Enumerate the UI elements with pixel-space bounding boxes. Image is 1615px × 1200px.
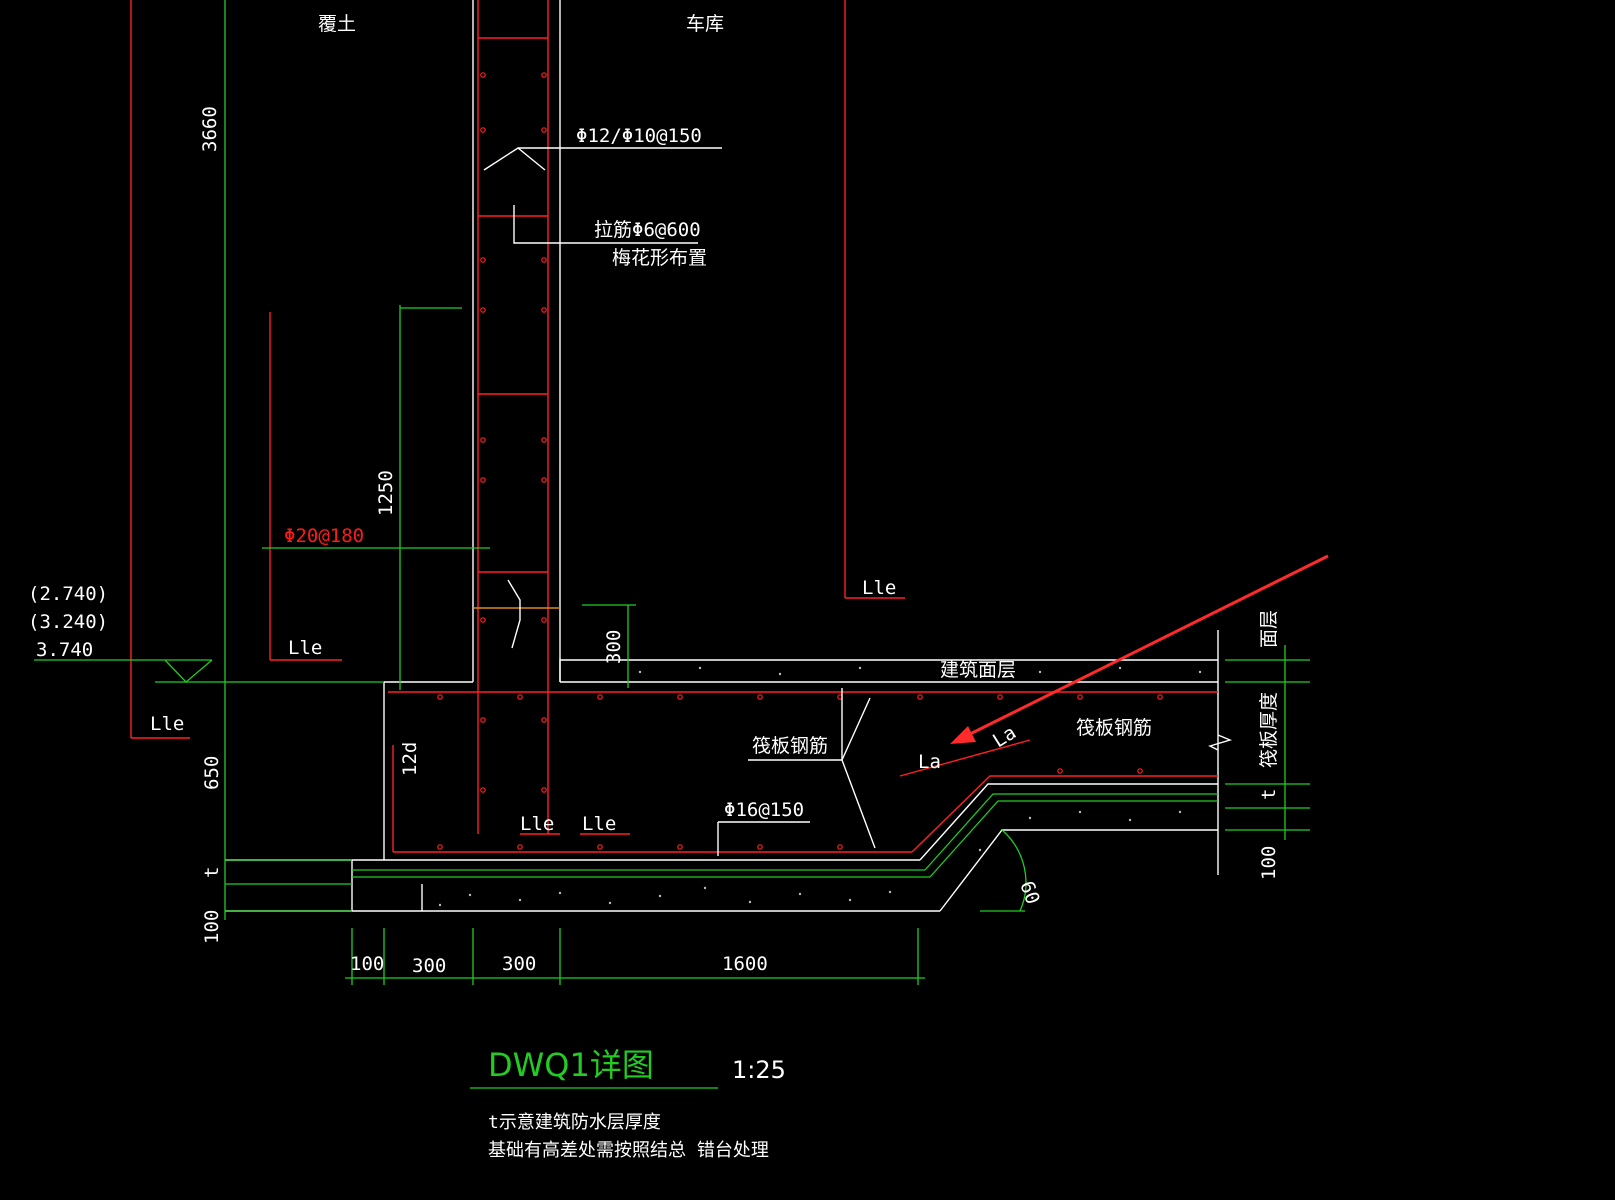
drawing-scale: 1:25 — [732, 1056, 786, 1084]
label-angle-60: 60 — [1015, 878, 1044, 907]
rebar-dots — [437, 72, 1163, 850]
label-garage: 车库 — [686, 13, 724, 35]
label-bottom-rebar: Φ16@150 — [724, 799, 804, 821]
label-raft-rebar-left: 筏板钢筋 — [752, 735, 828, 757]
label-tie-bar-layout: 梅花形布置 — [612, 247, 707, 269]
label-la-sloped: La — [989, 721, 1020, 752]
label-wall-rebar: Φ12/Φ10@150 — [576, 125, 702, 147]
label-lle-bottom-1: Lle — [520, 813, 554, 835]
label-raft-rebar-right: 筏板钢筋 — [1076, 717, 1152, 739]
drawing-title: DWQ1详图 — [488, 1046, 654, 1084]
annotation-arrow — [950, 554, 1329, 744]
wall-outline — [383, 0, 1218, 860]
elevation-3: 3.740 — [36, 639, 93, 661]
waterproof-layer — [352, 793, 1218, 878]
label-t-right: t — [1258, 789, 1280, 800]
dim-100-right: 100 — [1258, 846, 1280, 880]
note-2: 基础有高差处需按照结总 错台处理 — [488, 1140, 769, 1161]
label-hook-12d: 12d — [399, 742, 421, 776]
dim-bottom-300-a: 300 — [412, 955, 446, 977]
label-raft-thickness: 筏板厚度 — [1258, 692, 1280, 768]
label-soil: 覆土 — [318, 13, 356, 35]
label-t-left: t — [201, 867, 223, 878]
leader-lines — [483, 147, 876, 856]
label-tie-bar: 拉筋Φ6@600 — [594, 219, 701, 241]
elevation-2: (3.240) — [28, 611, 108, 633]
label-lle-soil: Lle — [288, 637, 322, 659]
dim-300-vertical: 300 — [603, 630, 625, 664]
label-building-surface: 建筑面层 — [940, 659, 1016, 681]
dim-bottom-1600: 1600 — [722, 953, 768, 975]
dimension-lines — [34, 0, 1310, 1089]
raft-slab-outline — [225, 630, 1233, 912]
dim-650: 650 — [201, 756, 223, 790]
concrete-hatch — [438, 666, 1202, 907]
wall-rebar — [130, 0, 905, 834]
dim-100-left: 100 — [201, 910, 223, 944]
raft-rebar — [388, 691, 1218, 853]
elevation-1: (2.740) — [28, 583, 108, 605]
dim-3660: 3660 — [199, 106, 221, 152]
label-surface-layer: 面层 — [1258, 610, 1280, 648]
label-lle-garage: Lle — [862, 577, 896, 599]
note-1: t示意建筑防水层厚度 — [488, 1112, 661, 1133]
dim-bottom-300-b: 300 — [502, 953, 536, 975]
label-vertical-rebar: Φ20@180 — [284, 525, 364, 547]
dim-bottom-100: 100 — [350, 953, 384, 975]
label-la: La — [918, 751, 941, 773]
label-lle-bottom-2: Lle — [582, 813, 616, 835]
dim-1250: 1250 — [375, 470, 397, 516]
label-lle-outer: Lle — [150, 713, 184, 735]
